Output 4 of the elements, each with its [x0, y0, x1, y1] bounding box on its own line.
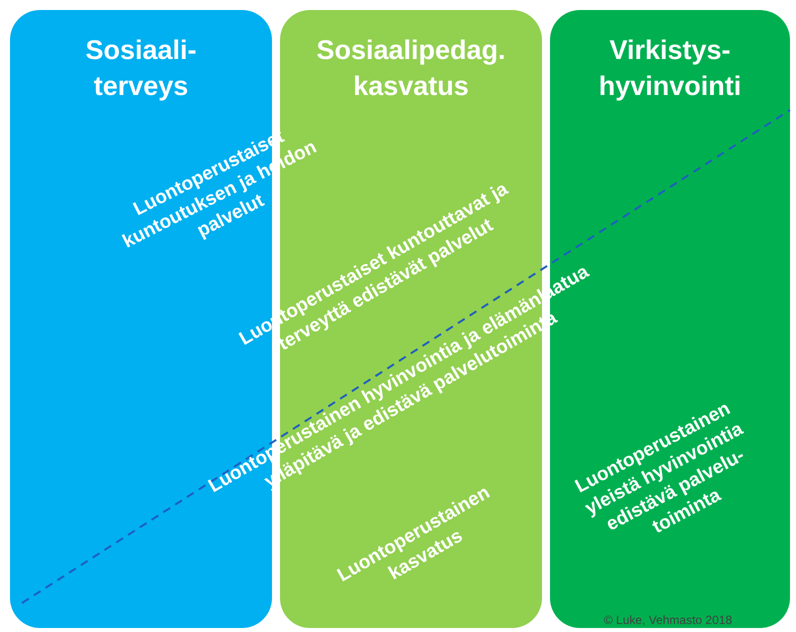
column-heading: Sosiaalipedag. kasvatus	[315, 34, 507, 103]
column-heading: Virkistys- hyvinvointi	[598, 34, 742, 103]
copyright-note: © Luke, Vehmasto 2018	[602, 613, 734, 627]
column-heading: Sosiaali- terveys	[84, 34, 198, 103]
